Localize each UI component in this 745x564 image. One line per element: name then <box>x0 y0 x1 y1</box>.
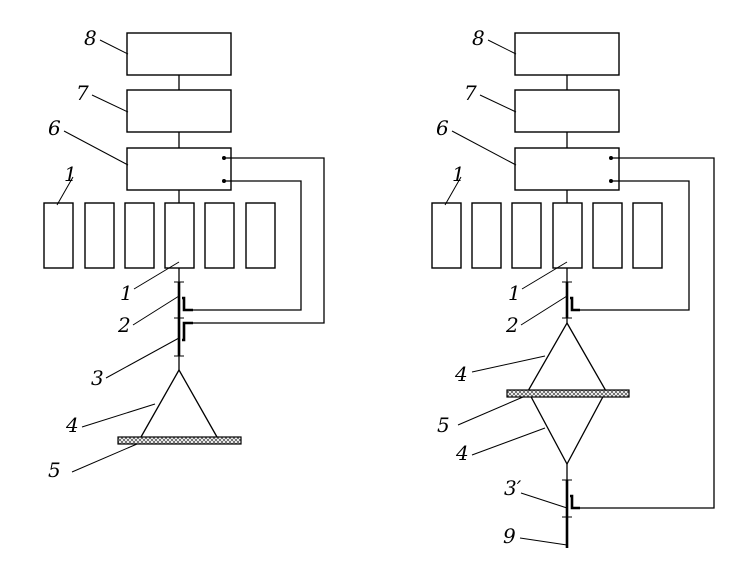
left-element-4 <box>140 368 218 438</box>
left-label-8: 8 <box>84 26 97 50</box>
right-label-1: 1 <box>508 281 521 305</box>
right-element-row <box>431 202 663 269</box>
right-block-7 <box>514 89 620 133</box>
right-label-3p: 3′ <box>504 476 522 500</box>
right-leader-4-lower <box>471 427 546 456</box>
right-plate-5 <box>506 389 630 398</box>
right-label-6: 6 <box>436 116 449 140</box>
left-label-5: 5 <box>48 458 61 482</box>
left-leader-3 <box>105 337 180 379</box>
left-label-7: 7 <box>76 81 89 105</box>
left-diagram: 8 7 6 1 1 2 3 4 5 <box>43 26 325 482</box>
right-contact-3p-arm <box>570 494 580 510</box>
left-leader-4 <box>81 403 156 428</box>
right-wire-inner <box>580 180 690 311</box>
right-block-8 <box>514 32 620 76</box>
right-diagram: 8 7 6 1 1 2 4 5 4 3′ 9 <box>431 26 715 548</box>
left-row-element <box>124 202 155 269</box>
left-row-element <box>204 202 235 269</box>
left-wire-outer <box>193 157 325 324</box>
left-wire-inner <box>193 180 302 311</box>
left-row-element <box>84 202 115 269</box>
right-label-8: 8 <box>472 26 485 50</box>
right-label-7: 7 <box>464 81 477 105</box>
left-row-element <box>43 202 74 269</box>
right-leader-7 <box>479 94 517 113</box>
left-leader-6 <box>63 130 129 166</box>
left-leader-2 <box>132 295 180 326</box>
right-leader-4-upper <box>471 355 546 373</box>
right-contact-2-arm <box>570 296 580 312</box>
left-label-2: 2 <box>117 313 131 337</box>
right-row-element <box>431 202 462 269</box>
left-leader-7 <box>91 94 129 113</box>
right-leader-2 <box>520 295 568 326</box>
right-block-6 <box>514 147 620 191</box>
left-block-7 <box>126 89 232 133</box>
right-label-5: 5 <box>437 413 450 437</box>
right-leader-3p <box>520 492 568 509</box>
left-label-3: 3 <box>91 366 104 390</box>
right-label-9: 9 <box>503 524 516 548</box>
left-label-4: 4 <box>65 413 79 437</box>
right-row-element-central <box>552 202 583 269</box>
left-label-6: 6 <box>48 116 61 140</box>
left-contact-3-arm <box>182 321 193 342</box>
left-leader-5 <box>71 443 138 473</box>
right-leader-5 <box>457 396 524 426</box>
left-element-row <box>43 202 276 269</box>
left-contact-2-arm <box>182 296 193 312</box>
left-row-element-central <box>164 202 195 269</box>
right-row-element <box>632 202 663 269</box>
right-row-element <box>471 202 502 269</box>
right-label-4-lower: 4 <box>455 441 469 465</box>
right-leader-9 <box>519 537 568 546</box>
right-row-element <box>511 202 542 269</box>
right-leader-group-1 <box>444 176 462 206</box>
right-wire-outer <box>580 157 715 509</box>
right-label-4-upper: 4 <box>454 362 468 386</box>
right-leader-8 <box>487 39 517 55</box>
left-leader-8 <box>99 39 129 55</box>
right-row-element <box>592 202 623 269</box>
left-block-8 <box>126 32 232 76</box>
left-plate-5 <box>117 436 242 445</box>
right-leader-1 <box>521 261 568 290</box>
left-row-element <box>245 202 276 269</box>
left-label-1: 1 <box>120 281 133 305</box>
left-leader-1 <box>133 261 180 290</box>
right-leader-6 <box>451 130 517 166</box>
right-label-group-1: 1 <box>452 162 465 186</box>
left-block-6 <box>126 147 232 191</box>
left-leader-group-1 <box>56 176 74 206</box>
left-label-group-1: 1 <box>64 162 77 186</box>
right-label-2: 2 <box>505 313 519 337</box>
